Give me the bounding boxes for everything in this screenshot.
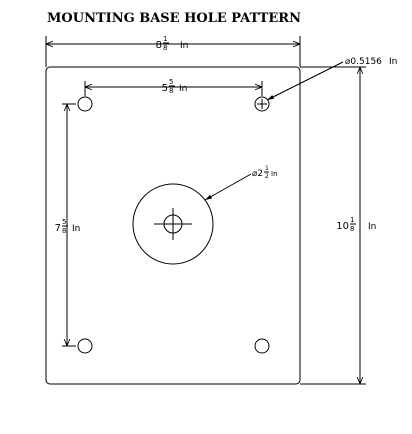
svg-text:7: 7 <box>55 223 61 234</box>
hole-diameter-leader <box>266 61 344 101</box>
mounting-hole-top-left <box>77 96 93 112</box>
svg-text:1: 1 <box>350 216 354 224</box>
svg-text:1: 1 <box>163 35 167 43</box>
base-plate-outline <box>45 66 301 385</box>
mounting-hole-bottom-left <box>77 338 93 354</box>
svg-text:In: In <box>180 41 188 51</box>
overall-height-label: 10 1 8 In <box>336 216 376 233</box>
center-hole <box>132 183 214 265</box>
svg-text:8: 8 <box>62 227 66 235</box>
svg-text:8: 8 <box>163 44 167 52</box>
svg-text:10: 10 <box>336 221 349 232</box>
drawing-title: MOUNTING BASE HOLE PATTERN <box>47 11 301 26</box>
svg-text:5: 5 <box>169 78 173 86</box>
svg-text:In: In <box>271 170 278 178</box>
svg-text:2: 2 <box>265 173 269 180</box>
svg-text:5: 5 <box>62 218 66 226</box>
hole-spacing-horizontal-label: 5 5 8 In <box>162 78 188 95</box>
overall-width-label: 8 1 8 In <box>156 35 189 52</box>
svg-text:In: In <box>368 222 376 232</box>
svg-text:1: 1 <box>265 165 269 172</box>
center-hole-diameter-label: ⌀2 1 2 In <box>252 165 278 180</box>
hole-diameter-label: ⌀0.5156 In <box>345 57 397 67</box>
svg-text:In: In <box>389 57 397 67</box>
svg-text:In: In <box>179 84 187 94</box>
mounting-hole-bottom-right <box>254 338 270 354</box>
svg-text:8: 8 <box>156 40 162 51</box>
hole-spacing-vertical-label: 7 5 8 In <box>55 218 81 235</box>
mounting-hole-top-right <box>254 96 270 112</box>
svg-text:⌀0.5156: ⌀0.5156 <box>345 57 382 67</box>
svg-text:5: 5 <box>162 83 168 94</box>
svg-text:8: 8 <box>169 87 173 95</box>
svg-text:⌀2: ⌀2 <box>252 169 263 179</box>
center-hole-diameter-leader <box>204 173 252 201</box>
svg-text:8: 8 <box>350 225 354 233</box>
svg-text:In: In <box>72 224 80 234</box>
